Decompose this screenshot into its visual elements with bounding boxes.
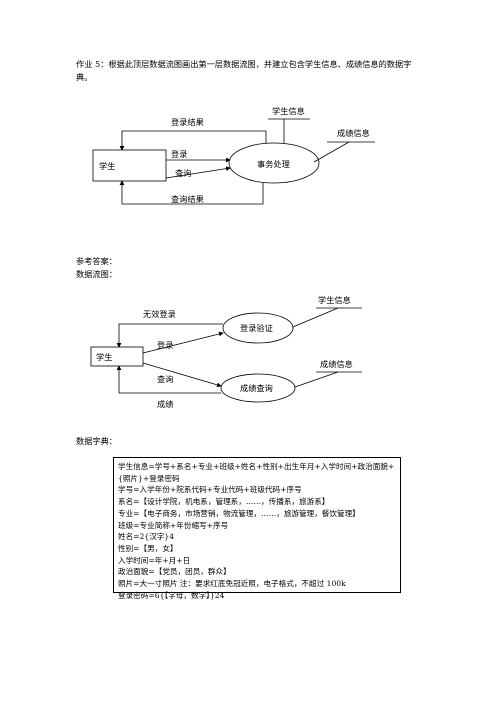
l1-login-flow (142, 331, 224, 354)
top-student-label: 学生 (99, 161, 116, 171)
dict-entry-student-info: 学生信息=学号+系名+专业+班级+姓名+性别+出生年月+入学时间+政治面貌+{照… (118, 462, 395, 483)
login-result-flow (119, 130, 267, 151)
l1-query-flow (142, 362, 222, 388)
top-level-dfd (92, 118, 375, 205)
l1-login-verify-label: 登录验证 (240, 323, 273, 333)
student-entity-box (92, 149, 167, 182)
l1-student-label: 学生 (96, 352, 113, 362)
grade-query-bubble (220, 373, 296, 403)
dict-entry-gender: 性别=【男，女】 (118, 543, 178, 553)
l1-student-info-label: 学生信息 (318, 295, 351, 305)
l1-query-label: 查询 (157, 374, 174, 384)
l1-grade-query-label: 成绩查询 (240, 383, 273, 393)
dict-entry-enroll-date: 入学时间=年+月+日 (118, 555, 191, 565)
process-bubble (228, 142, 320, 184)
grades-flow (116, 365, 221, 394)
top-query-label: 查询 (175, 168, 192, 178)
assignment-text: 作业 5：根据此顶层数据流图画出第一层数据流图，并建立包含学生信息、成绩信息的数… (76, 59, 412, 82)
dict-entry-student-id: 学号=入学年份+院系代码+专业代码+班级代码+序号 (118, 485, 302, 495)
dict-entry-name: 姓名=2{汉字}4 (118, 532, 175, 542)
dict-entry-photo: 照片=大一寸照片 注：要求红底免冠近照，电子格式，不超过 100k (118, 579, 346, 589)
top-query-result-label: 查询结果 (171, 194, 204, 204)
l1-grade-info-link (294, 371, 339, 388)
top-login-result-label: 登录结果 (171, 117, 204, 127)
invalid-login-flow (116, 323, 223, 348)
dict-heading: 数据字典： (76, 436, 117, 446)
dict-entry-major: 专业=【电子商务，市场营销，物流管理，……，旅游管理，餐饮管理】 (118, 508, 360, 518)
top-grade-info-label: 成绩信息 (337, 128, 370, 138)
dict-entry-political-status: 政治面貌=【党员，团员，群众】 (118, 567, 231, 577)
login-verify-bubble (222, 312, 294, 344)
top-student-info-label: 学生信息 (272, 106, 305, 116)
dict-entry-password: 登录密码=6{【字母，数字】}24 (118, 590, 225, 600)
dfd-heading: 数据流图： (76, 269, 117, 279)
query-flow (165, 166, 231, 179)
data-dictionary-box: 学生信息=学号+系名+专业+班级+姓名+性别+出生年月+入学时间+政治面貌+{照… (113, 457, 401, 600)
answer-heading: 参考答案： (76, 256, 117, 266)
top-process-label: 事务处理 (257, 159, 290, 169)
top-login-label: 登录 (171, 149, 188, 159)
grade-info-link (313, 141, 350, 163)
query-result-flow (119, 180, 264, 205)
l1-grade-info-label: 成绩信息 (320, 359, 353, 369)
dict-entry-department: 系名=【设计学院，机电系，管理系，……，传播系，旅游系】 (118, 497, 330, 507)
dict-entry-class: 班级=专业简称+年份缩写+序号 (118, 520, 229, 530)
l1-student-info-link (292, 307, 339, 328)
l1-grades-label: 成绩 (157, 399, 174, 409)
level1-dfd (90, 307, 362, 403)
l1-login-label: 登录 (157, 340, 174, 350)
l1-invalid-login-label: 无效登录 (143, 309, 176, 319)
